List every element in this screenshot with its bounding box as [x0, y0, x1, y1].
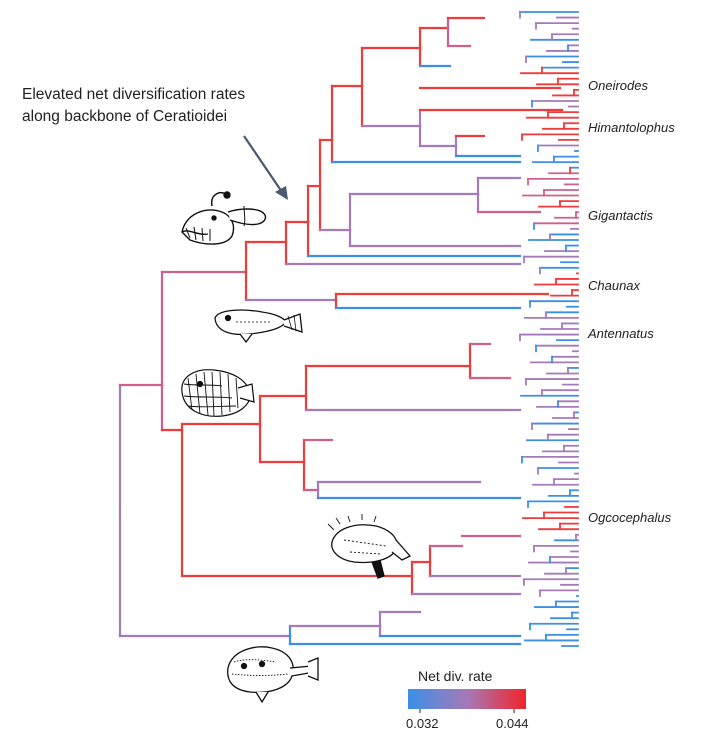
- frogfish-icon: [181, 369, 255, 417]
- taxon-label-chaunax: Chaunax: [588, 278, 641, 293]
- taxon-label-gigantactis: Gigantactis: [588, 208, 654, 223]
- taxon-label-ogcocephalus: Ogcocephalus: [588, 510, 672, 525]
- legend-colorbar: [408, 689, 526, 709]
- taxon-label-himantolophus: Himantolophus: [588, 120, 675, 135]
- annotation-text: Elevated net diversification rates along…: [22, 84, 245, 128]
- legend-title: Net div. rate: [418, 668, 493, 684]
- taxon-label-oneirodes: Oneirodes: [588, 78, 648, 93]
- tree-tips: [519, 11, 579, 647]
- anglerfish-icon: [181, 191, 267, 245]
- legend-max-label: 0.044: [496, 716, 529, 731]
- chaunax-icon: [214, 309, 303, 344]
- legend: [408, 689, 526, 713]
- goosefish-icon: [227, 646, 319, 704]
- annotation-line-2: along backbone of Ceratioidei: [22, 108, 228, 125]
- taxon-label-antennatus: Antennatus: [588, 326, 654, 341]
- annotation-arrow: [243, 135, 288, 200]
- legend-min-label: 0.032: [406, 716, 439, 731]
- tree-branches: [118, 16, 564, 646]
- batfish-icon: [327, 514, 412, 579]
- annotation-line-1: Elevated net diversification rates: [22, 86, 246, 103]
